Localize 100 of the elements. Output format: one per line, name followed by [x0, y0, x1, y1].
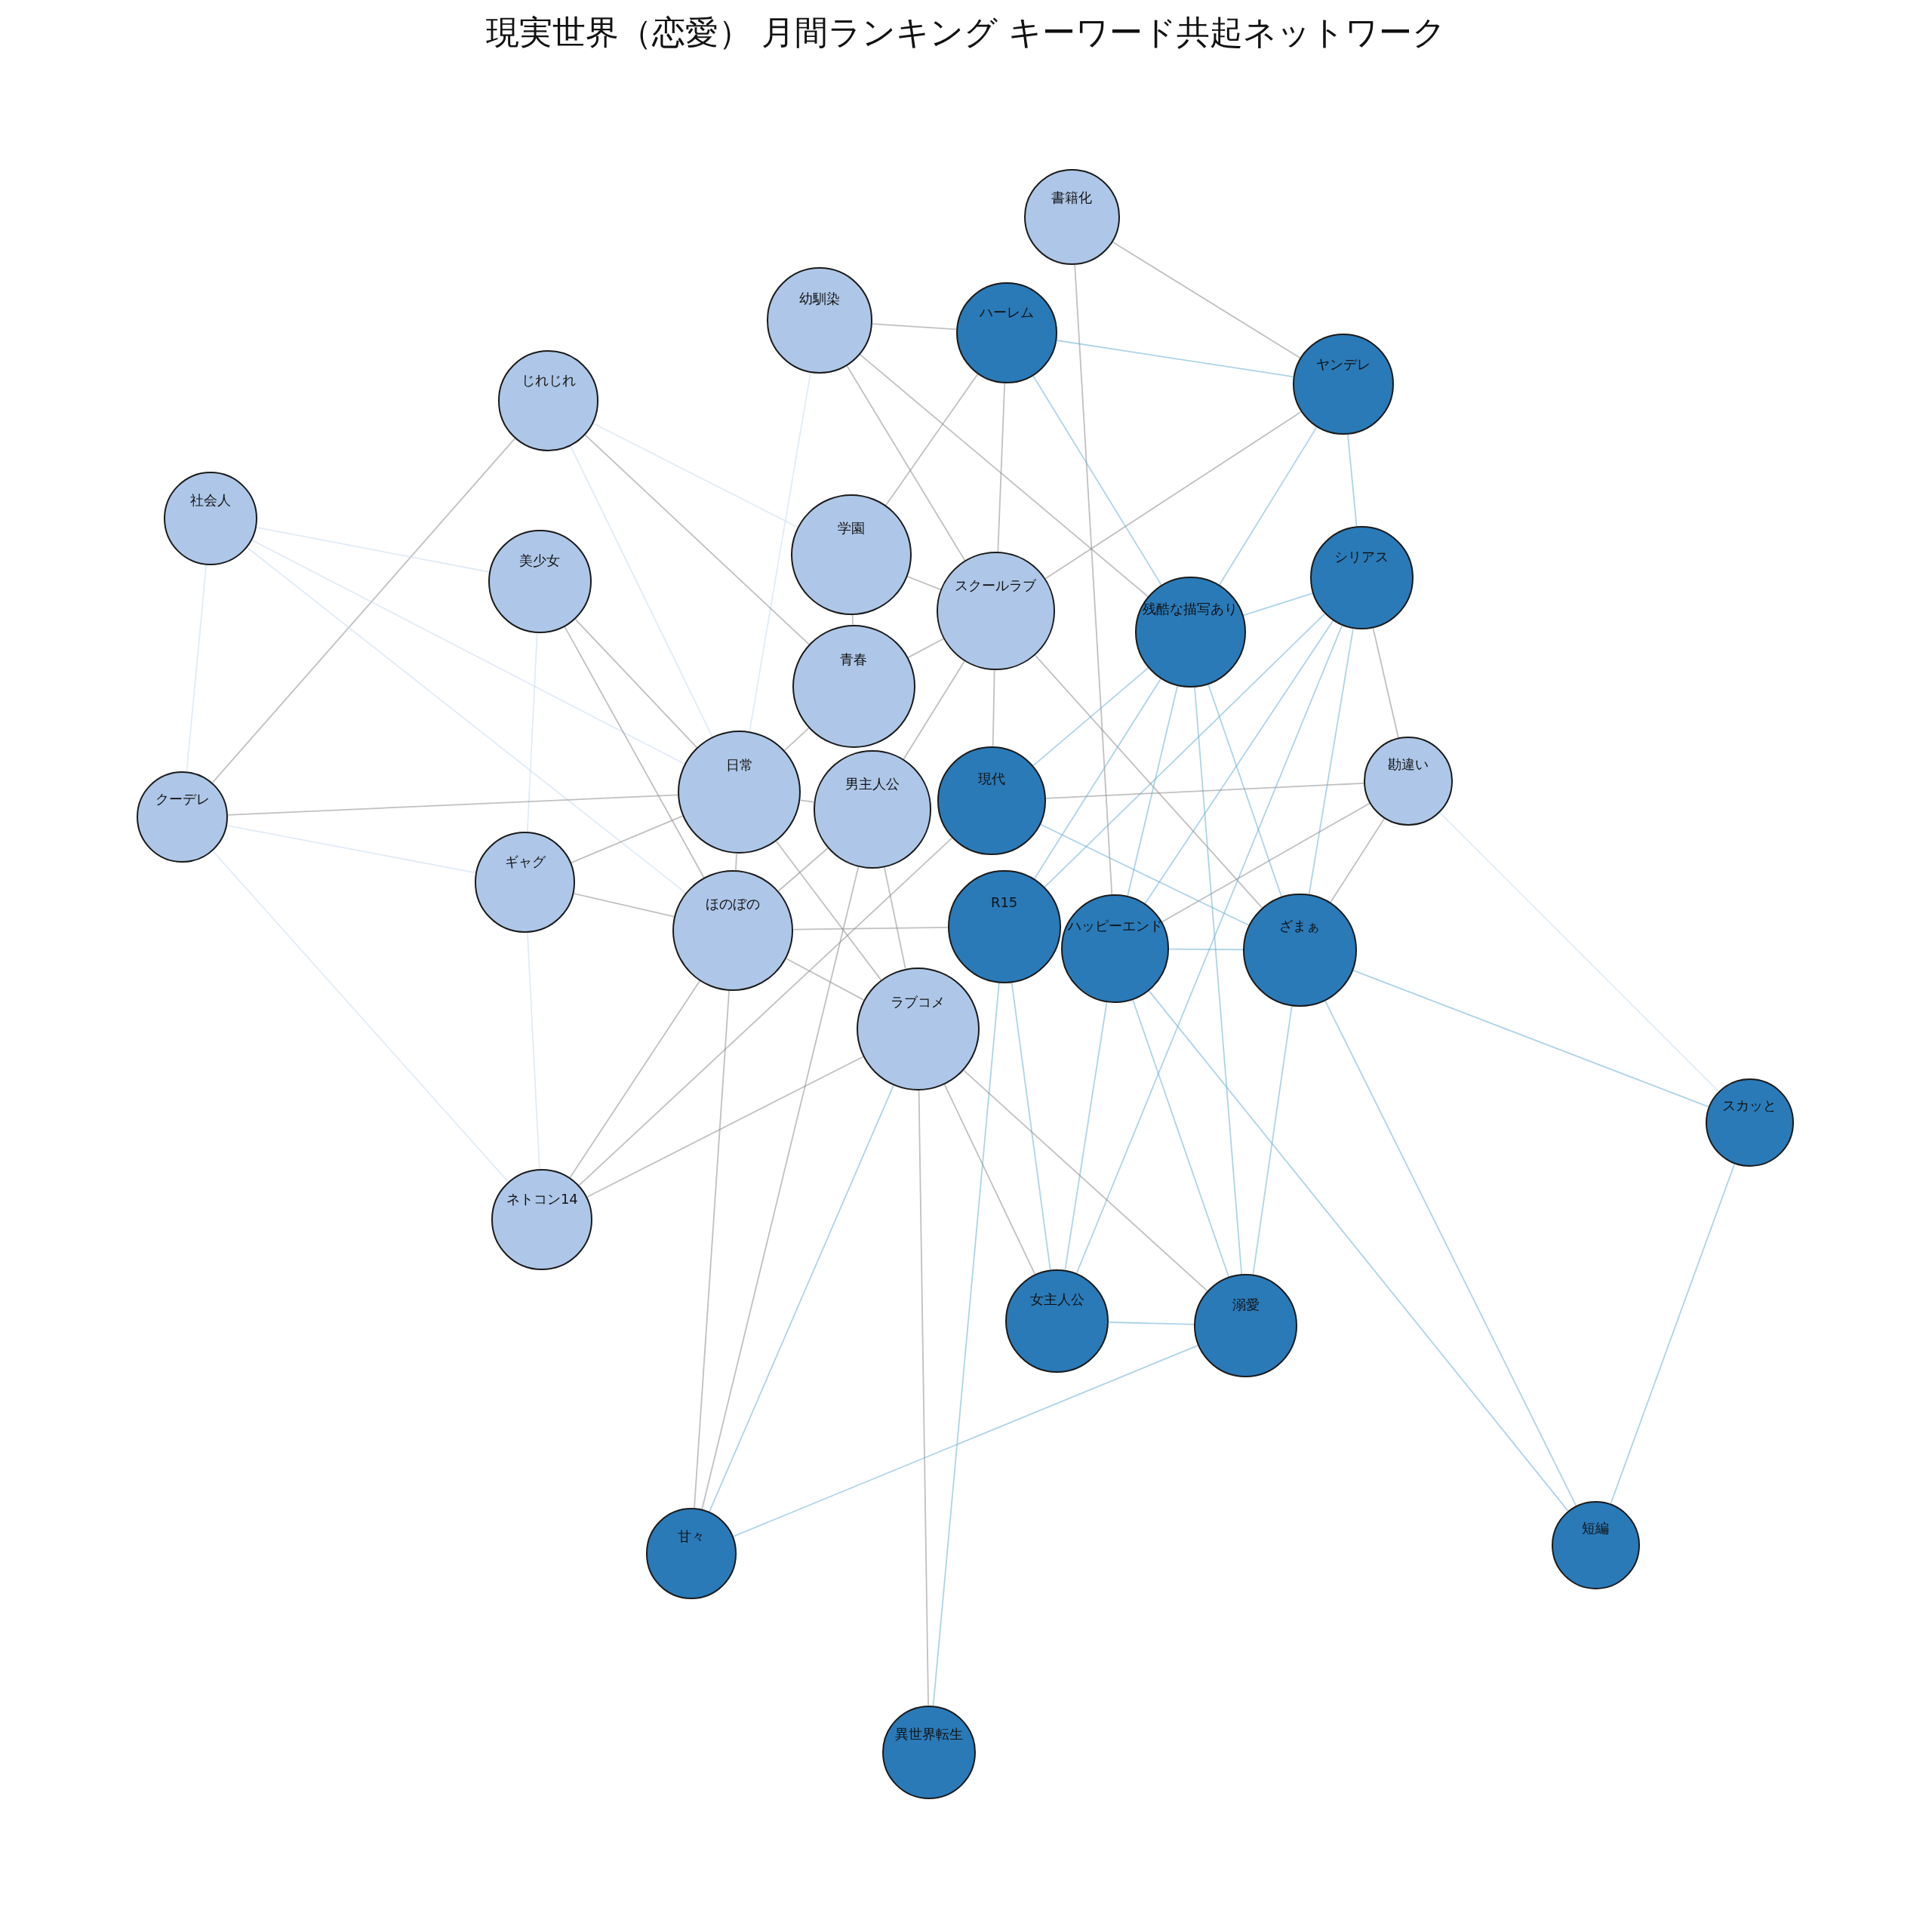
co-occurrence-edge — [527, 931, 540, 1171]
co-occurrence-edge — [1168, 948, 1244, 951]
co-occurrence-edge — [1108, 1321, 1195, 1325]
co-occurrence-edge — [1064, 1001, 1108, 1271]
co-occurrence-edge — [1208, 684, 1282, 897]
co-occurrence-edge — [749, 371, 811, 733]
co-occurrence-edge — [1352, 969, 1709, 1108]
co-occurrence-edge — [735, 853, 737, 871]
co-occurrence-edge — [226, 824, 476, 874]
co-occurrence-edge — [883, 866, 906, 970]
co-occurrence-edge — [247, 546, 687, 894]
node-label: ハッピーエンド — [1067, 918, 1163, 934]
co-occurrence-edge — [851, 614, 854, 626]
co-occurrence-edge — [592, 423, 798, 528]
co-occurrence-edge — [1347, 434, 1358, 528]
chart-title: 現実世界（恋愛） 月間ランキング キーワード共起ネットワーク — [485, 12, 1447, 53]
co-occurrence-edge — [846, 365, 966, 561]
co-occurrence-edge — [1045, 783, 1365, 799]
co-occurrence-edge — [1438, 811, 1719, 1092]
co-occurrence-edge — [1330, 817, 1386, 903]
co-occurrence-edge — [569, 980, 701, 1179]
co-occurrence-edge — [783, 727, 810, 752]
node-label: ほのぼの — [706, 897, 761, 912]
node-label: ざまぁ — [1279, 918, 1321, 934]
co-occurrence-edge — [1032, 375, 1162, 586]
co-occurrence-edge — [1032, 667, 1149, 767]
node-label: 勘違い — [1388, 757, 1429, 772]
node-label: スクールラブ — [955, 578, 1037, 594]
node-label: 書籍化 — [1051, 190, 1093, 206]
co-occurrence-edge — [799, 799, 815, 803]
node-label: じれじれ — [521, 372, 576, 388]
co-occurrence-edge — [211, 438, 516, 783]
co-occurrence-edge — [1112, 241, 1301, 359]
co-occurrence-edge — [1011, 982, 1051, 1271]
co-occurrence-edge — [1044, 613, 1325, 888]
co-occurrence-edge — [1308, 628, 1354, 895]
co-occurrence-edge — [907, 638, 944, 659]
node-label: 幼馴染 — [798, 291, 840, 306]
co-occurrence-edge — [186, 565, 208, 773]
co-occurrence-edge — [574, 618, 698, 749]
co-occurrence-edge — [859, 353, 1149, 598]
node-label: 日常 — [725, 758, 753, 774]
co-occurrence-edge — [586, 1056, 864, 1198]
co-occurrence-edge — [903, 660, 965, 760]
co-occurrence-edge — [571, 815, 684, 863]
node-label: 青春 — [840, 652, 868, 667]
co-occurrence-edge — [1372, 627, 1399, 739]
node-label: 溺愛 — [1232, 1297, 1260, 1312]
co-occurrence-edge — [578, 837, 953, 1186]
node-label: 異世界転生 — [895, 1726, 963, 1742]
node-label: スカッと — [1722, 1098, 1777, 1114]
node-label: クーデレ — [155, 792, 210, 808]
co-occurrence-edge — [792, 926, 949, 931]
co-occurrence-edge — [1194, 686, 1243, 1275]
node-label: 学園 — [838, 521, 866, 537]
co-occurrence-edge — [932, 982, 1000, 1706]
co-occurrence-edge — [1144, 620, 1334, 905]
node-label: 現代 — [978, 771, 1006, 786]
co-occurrence-edge — [708, 1084, 894, 1513]
co-occurrence-edge — [775, 841, 882, 980]
co-occurrence-edge — [564, 626, 705, 878]
co-occurrence-edge — [251, 539, 685, 765]
co-occurrence-edge — [227, 794, 678, 816]
co-occurrence-edge — [569, 445, 713, 738]
co-occurrence-edge — [1161, 802, 1371, 923]
co-occurrence-edge — [992, 669, 995, 748]
co-occurrence-edge — [1074, 264, 1113, 896]
node-label: ネトコン14 — [506, 1192, 578, 1208]
co-occurrence-edge — [786, 958, 865, 1001]
co-occurrence-edge — [701, 866, 860, 1510]
node-label: 社会人 — [190, 493, 232, 509]
co-occurrence-edge — [1034, 654, 1263, 909]
co-occurrence-edge — [962, 1069, 1208, 1292]
node-label: 短編 — [1582, 1521, 1610, 1537]
co-occurrence-edge — [906, 576, 942, 590]
node-label: 甘々 — [677, 1528, 705, 1544]
co-occurrence-edge — [871, 323, 957, 331]
co-occurrence-edge — [1033, 678, 1161, 880]
co-occurrence-edge — [584, 434, 810, 645]
node-label: 美少女 — [519, 552, 561, 568]
co-occurrence-edge — [777, 848, 829, 892]
node-label: ヤンデレ — [1315, 356, 1371, 372]
co-occurrence-edge — [732, 1344, 1199, 1537]
co-occurrence-edge — [1242, 592, 1313, 617]
co-occurrence-edge — [694, 989, 730, 1509]
co-occurrence-edge — [1324, 1000, 1577, 1506]
node-label: ギャグ — [504, 854, 546, 869]
co-occurrence-edge — [1132, 999, 1230, 1278]
co-occurrence-edge — [1148, 990, 1569, 1512]
co-occurrence-edge — [918, 1090, 929, 1706]
node-label: ラブコメ — [891, 994, 946, 1010]
co-occurrence-edge — [1610, 1163, 1736, 1504]
node-label: 残酷な描写あり — [1143, 601, 1238, 617]
co-occurrence-edge — [1044, 411, 1302, 580]
co-occurrence-edge — [256, 527, 490, 573]
co-occurrence-edge — [1075, 625, 1343, 1274]
node-label: 男主人公 — [844, 777, 900, 792]
co-occurrence-edge — [885, 373, 979, 506]
co-occurrence-edge — [573, 893, 675, 918]
co-occurrence-edge — [1040, 823, 1250, 926]
